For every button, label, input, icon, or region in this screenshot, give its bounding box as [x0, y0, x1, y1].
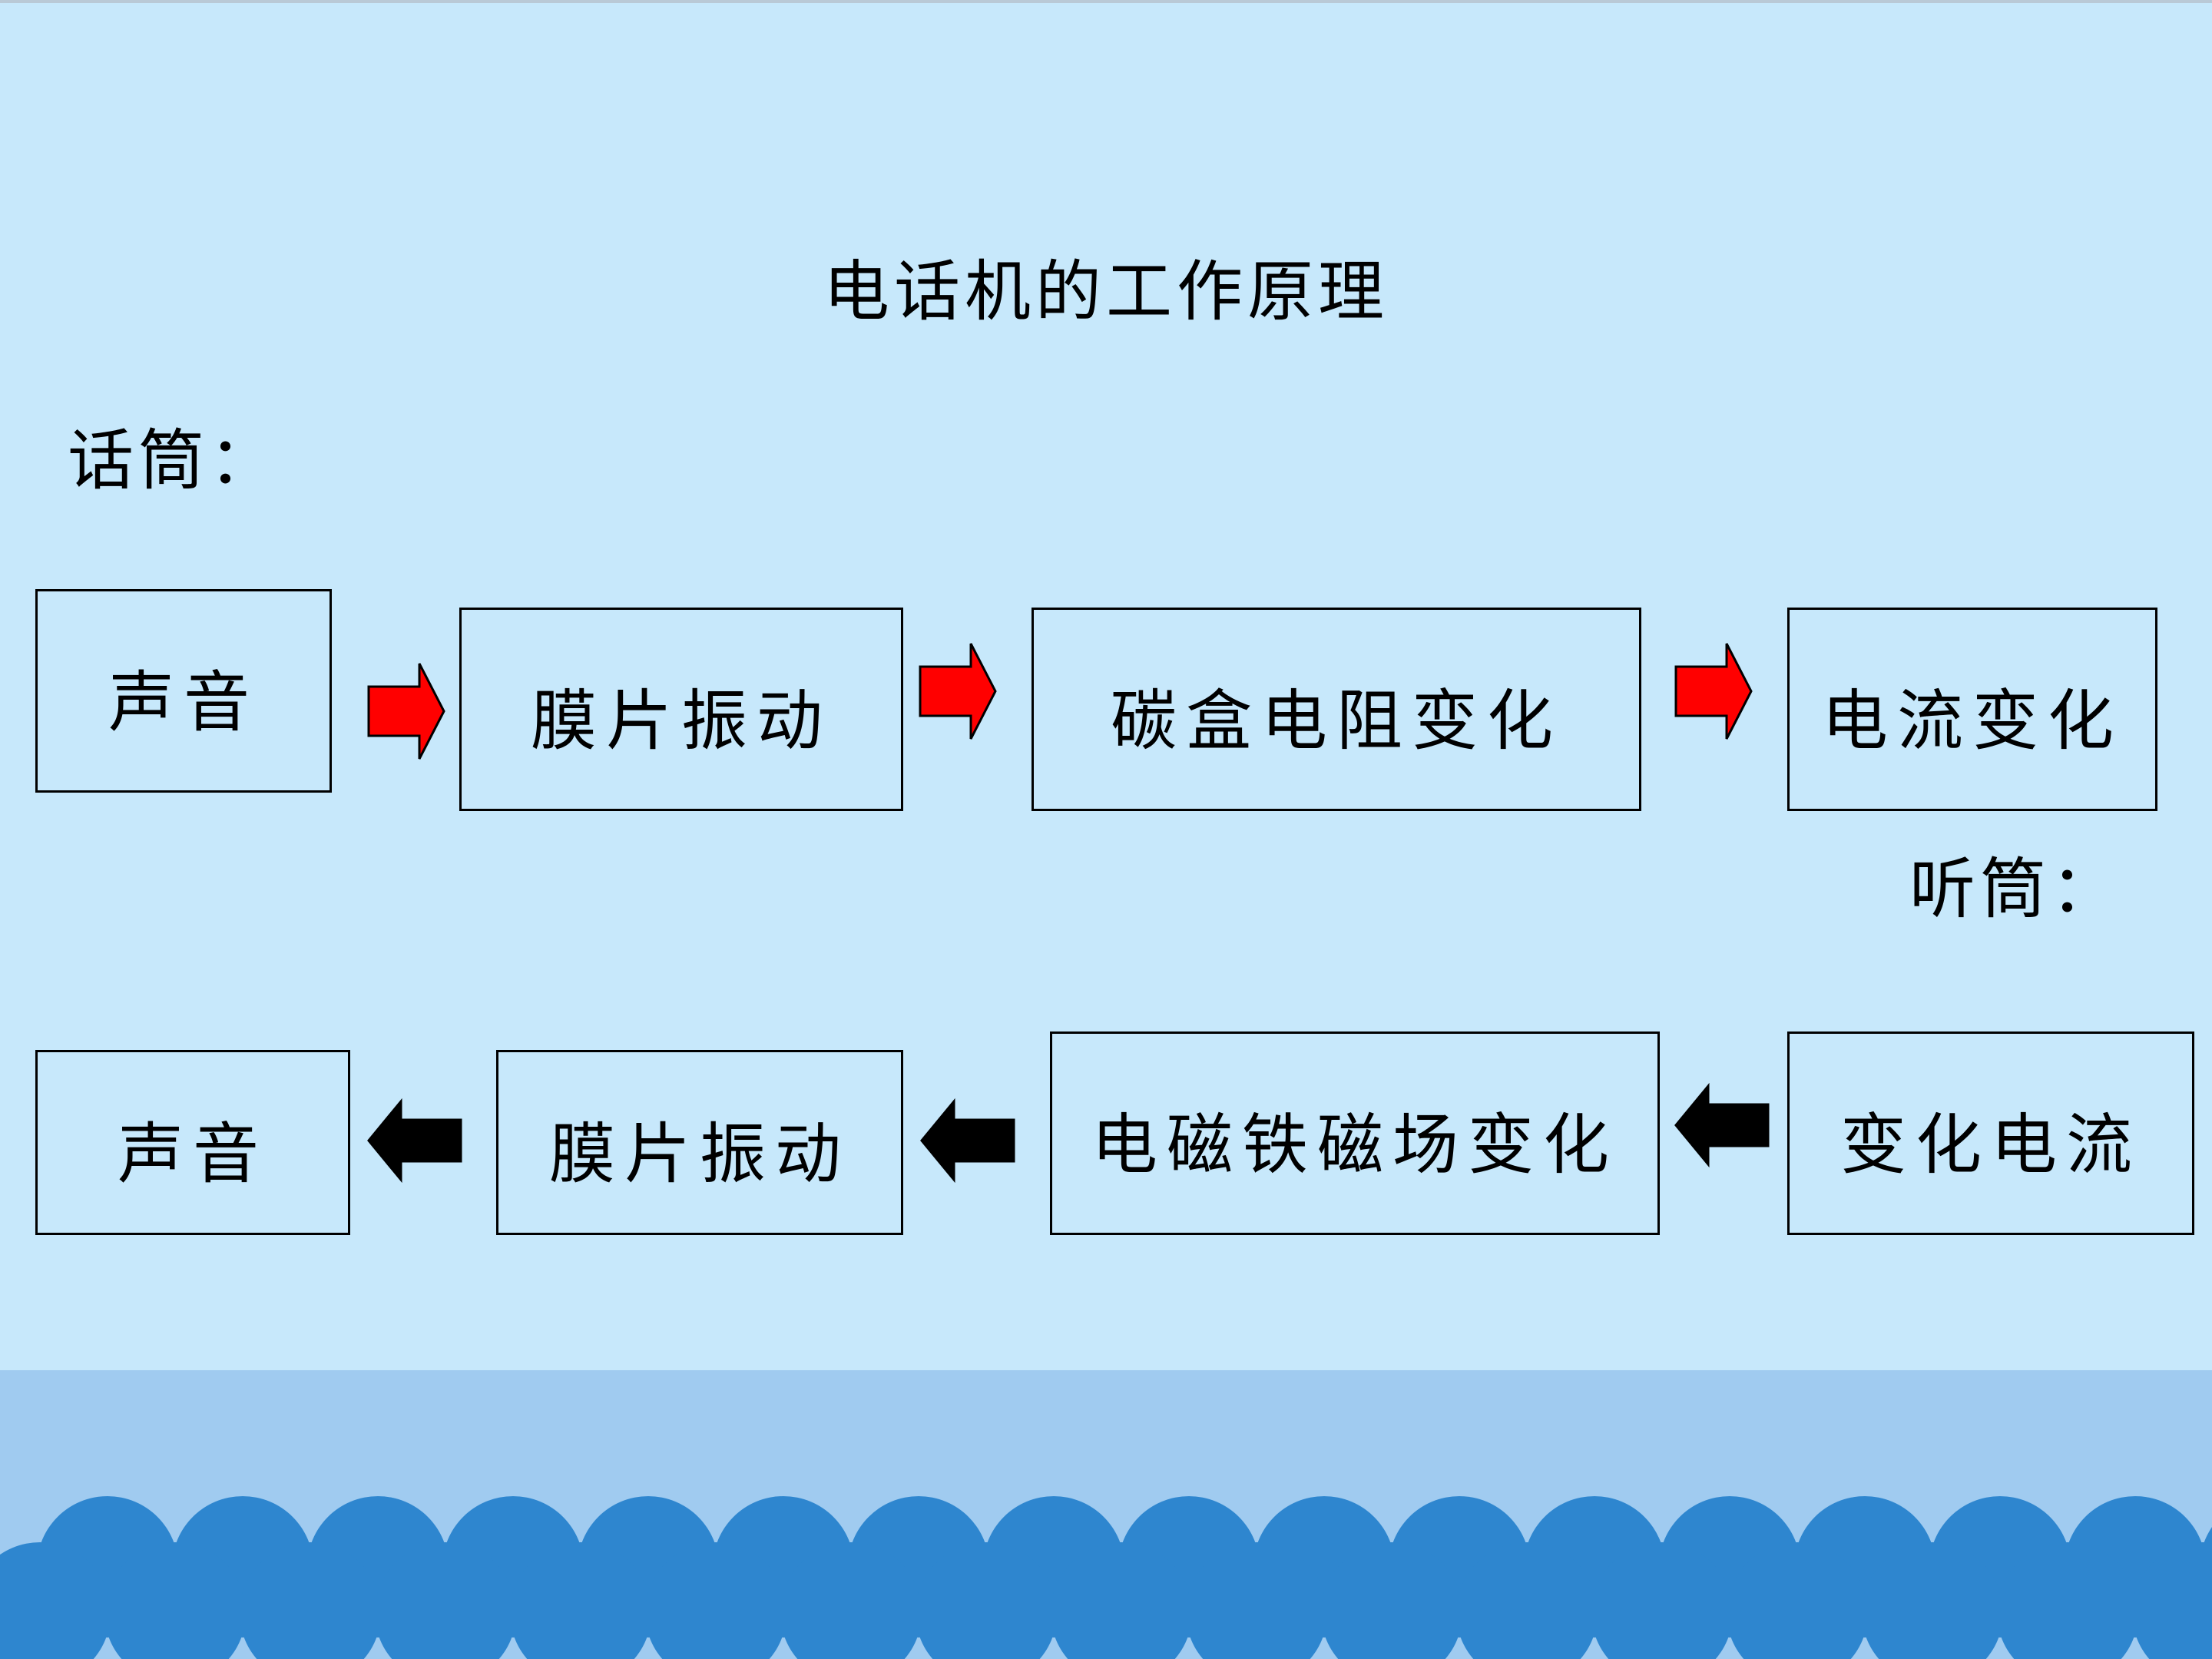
mic-step-sound-text: 声音 [108, 664, 259, 741]
wave-scallop [240, 1542, 381, 1659]
wave-scallop [104, 1542, 246, 1659]
wave-scallop [1727, 1542, 1868, 1659]
wave-scallop [375, 1542, 516, 1659]
mic-step-diaphragm-text: 膜片振动 [531, 683, 832, 760]
rcv-step-varying-current-text: 变化电流 [1840, 1107, 2141, 1184]
wave-scallop [1591, 1542, 1733, 1659]
wave-scallop [0, 1542, 111, 1659]
mic-step-sound: 声音 [35, 589, 332, 793]
forward-arrow-3 [1674, 643, 1753, 740]
rcv-step-electromagnet-field-text: 电磁铁磁场变化 [1091, 1107, 1618, 1184]
backward-arrow-3 [367, 1098, 462, 1184]
wave-decoration [0, 1496, 2212, 1659]
wave-scallop [2132, 1542, 2212, 1659]
rcv-step-sound-text: 声音 [118, 1116, 268, 1193]
receiver-label: 听筒： [1909, 851, 2121, 928]
rcv-step-diaphragm: 膜片振动 [496, 1050, 903, 1235]
wave-scallop [1321, 1542, 1462, 1659]
mic-step-carbon-resistance-text: 碳盒电阻变化 [1111, 683, 1562, 760]
rcv-step-varying-current: 变化电流 [1787, 1031, 2194, 1235]
wave-scallop [916, 1542, 1057, 1659]
wave-scallop [645, 1542, 786, 1659]
rcv-step-electromagnet-field: 电磁铁磁场变化 [1050, 1031, 1660, 1235]
mic-step-current-change-text: 电流变化 [1822, 683, 2123, 760]
top-border [0, 0, 2212, 3]
wave-scallop [1997, 1542, 2138, 1659]
wave-scallop [1186, 1542, 1327, 1659]
forward-arrow-2 [919, 643, 997, 740]
backward-arrow-2 [920, 1098, 1015, 1184]
page-title: 电话机的工作原理 [823, 253, 1389, 330]
wave-scallop [510, 1542, 651, 1659]
wave-scallop [780, 1542, 922, 1659]
wave-scallop [1456, 1542, 1598, 1659]
mic-step-diaphragm: 膜片振动 [459, 608, 903, 811]
microphone-label: 话筒： [68, 422, 280, 499]
wave-scallop [1051, 1542, 1192, 1659]
rcv-step-diaphragm-text: 膜片振动 [549, 1116, 850, 1193]
wave-scallop [1862, 1542, 2003, 1659]
forward-arrow-1 [367, 663, 445, 760]
rcv-step-sound: 声音 [35, 1050, 350, 1235]
backward-arrow-1 [1674, 1082, 1770, 1168]
wave-row-front [0, 1542, 2212, 1659]
mic-step-carbon-resistance: 碳盒电阻变化 [1031, 608, 1641, 811]
mic-step-current-change: 电流变化 [1787, 608, 2157, 811]
